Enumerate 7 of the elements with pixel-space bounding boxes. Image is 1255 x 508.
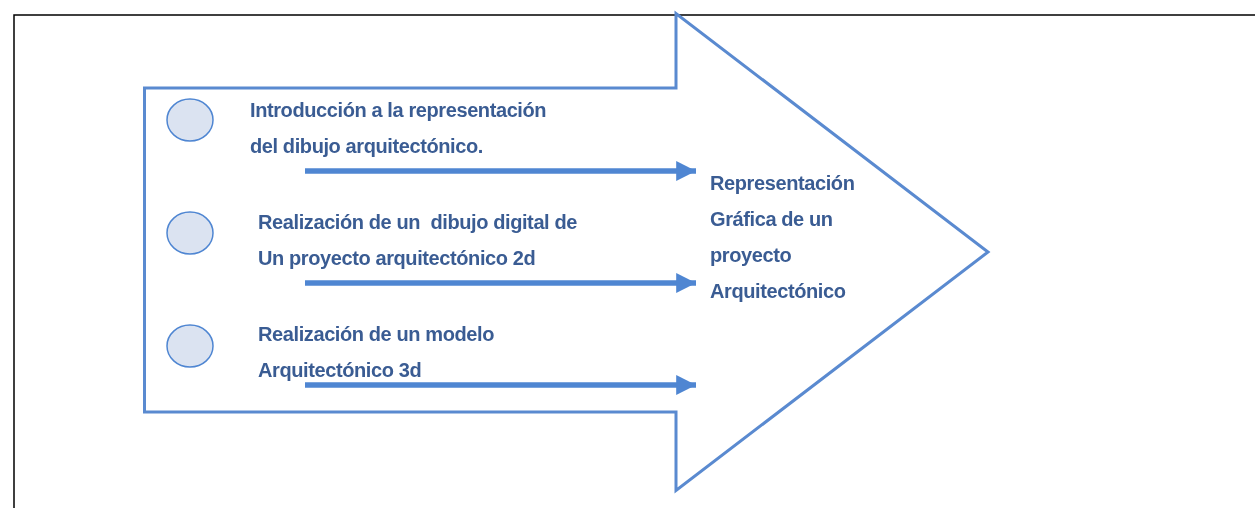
arrow bbox=[305, 161, 696, 181]
arrow bbox=[305, 375, 696, 395]
item-text: Representación Gráfica de un proyecto Arquitectónico bbox=[710, 171, 856, 304]
arrow bbox=[305, 273, 696, 293]
item-text: Realización de un modelo Arquitectónico 3d bbox=[258, 322, 495, 383]
item-text: Introducción a la representación del dibujo arquitectónico. bbox=[250, 98, 548, 159]
item-text: Realización de un dibujo digital de Un proyecto arquitectónico 2d bbox=[258, 210, 578, 271]
